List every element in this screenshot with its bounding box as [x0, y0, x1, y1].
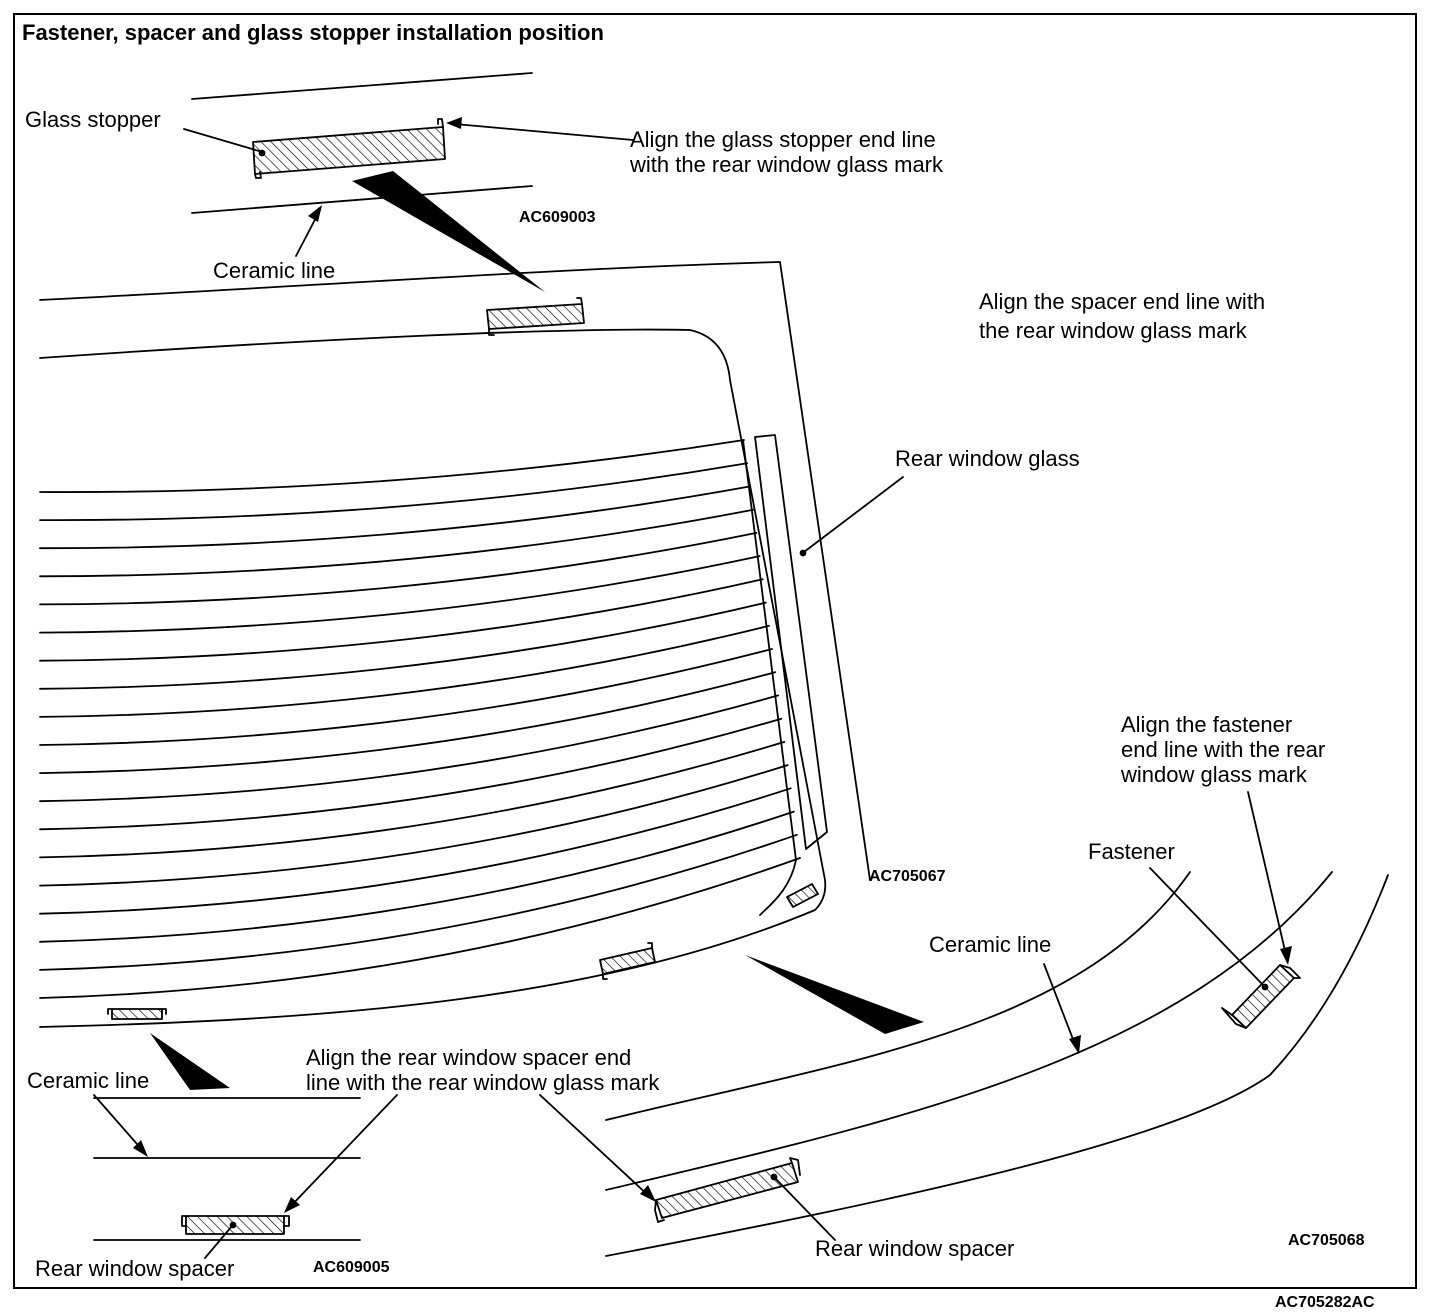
code-fastener-detail: AC705068 [1288, 1232, 1365, 1249]
rear-window-spacer-part-right [655, 1162, 799, 1219]
spacer-detail-view [93, 1094, 398, 1259]
label-align-rear-spacer: Align the rear window spacer end line wi… [306, 1045, 660, 1095]
rear-window-glass-view [39, 261, 904, 1028]
label-rear-window-spacer-left: Rear window spacer [35, 1256, 235, 1281]
defogger-line [39, 485, 752, 550]
defogger-line [39, 671, 776, 774]
projection-wedge-left [150, 1033, 230, 1090]
label-ceramic-line-left: Ceramic line [27, 1068, 150, 1093]
defogger-line [39, 787, 792, 915]
defogger-line [39, 694, 780, 803]
label-align-fastener: Align the fastener end line with the rea… [1121, 712, 1326, 787]
stopper-clip-right [437, 118, 444, 128]
spacer-on-glass-left [111, 1008, 163, 1020]
defogger-line [39, 578, 764, 662]
defogger-line [39, 833, 798, 971]
figure-title: Fastener, spacer and glass stopper insta… [22, 20, 604, 45]
label-ceramic-line-right: Ceramic line [929, 932, 1052, 957]
figure-frame [13, 13, 1417, 1289]
code-figure: AC705282AC [1275, 1294, 1375, 1311]
defogger-line [39, 717, 783, 831]
defogger-line [39, 810, 795, 943]
defogger-line [39, 462, 748, 522]
glass-stopper-on-glass [486, 303, 585, 330]
code-spacer-detail: AC609005 [313, 1259, 390, 1276]
defogger-line [39, 508, 755, 578]
defogger-line [39, 857, 801, 999]
defogger-line [39, 741, 786, 859]
stopper-detail-view [183, 72, 634, 257]
defogger-line [39, 601, 767, 690]
label-glass-stopper: Glass stopper [25, 107, 161, 132]
spacer-on-glass-bottom [599, 947, 656, 975]
label-rear-window-spacer-right: Rear window spacer [815, 1236, 1015, 1261]
defogger-line [39, 624, 770, 718]
label-rear-window-glass: Rear window glass [895, 446, 1080, 471]
label-fastener: Fastener [1088, 839, 1175, 864]
projection-wedge-top [352, 171, 545, 292]
projection-wedge-right [745, 955, 924, 1034]
defogger-lines [39, 439, 801, 999]
defogger-line [39, 439, 745, 493]
label-align-glass-stopper: Align the glass stopper end line with th… [630, 127, 944, 177]
defogger-line [39, 648, 773, 746]
spacer-on-glass-side [786, 883, 819, 908]
fastener-part [1231, 964, 1295, 1029]
code-stopper-detail: AC609003 [519, 209, 596, 226]
defogger-line [39, 764, 789, 887]
glass-stopper-part [252, 126, 446, 175]
defogger-line [39, 532, 758, 606]
code-glass-view: AC705067 [869, 868, 946, 885]
fastener-detail-view [539, 791, 1389, 1257]
defogger-line [39, 555, 761, 634]
label-align-spacer: Align the spacer end line with the rear … [979, 289, 1266, 343]
label-ceramic-line-top: Ceramic line [213, 258, 336, 283]
stopper-clip-left [254, 171, 262, 179]
